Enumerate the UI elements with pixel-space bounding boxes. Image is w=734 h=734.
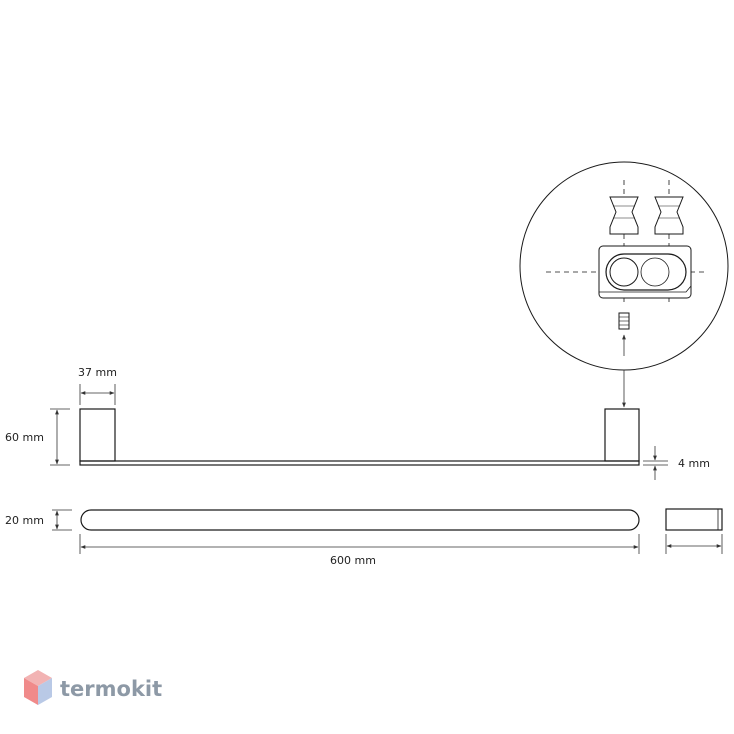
dim-height [50, 408, 70, 466]
detail-content [546, 180, 705, 330]
towel-bar-top-view [80, 509, 640, 531]
dim-bar-thickness [643, 446, 668, 480]
left-wall-bracket [79, 408, 116, 462]
dim-label-bar-thickness: 4 mm [678, 457, 710, 470]
dim-length [79, 534, 640, 554]
dim-label-height: 60 mm [5, 431, 44, 444]
side-view [665, 508, 723, 531]
termokit-logo-icon [24, 670, 52, 705]
towel-bar-front [79, 460, 640, 466]
dim-depth [52, 509, 72, 531]
dim-label-length: 600 mm [330, 554, 376, 567]
watermark-brand-text: termokit [60, 677, 162, 701]
wall-plug-left [609, 196, 639, 235]
dim-side-width [665, 534, 723, 554]
wall-plug-right [654, 196, 684, 235]
dim-label-bracket-width: 37 mm [78, 366, 117, 379]
dim-bracket-width [79, 384, 116, 405]
dim-label-depth: 20 mm [5, 514, 44, 527]
right-wall-bracket [604, 408, 640, 462]
front-view [79, 408, 640, 466]
